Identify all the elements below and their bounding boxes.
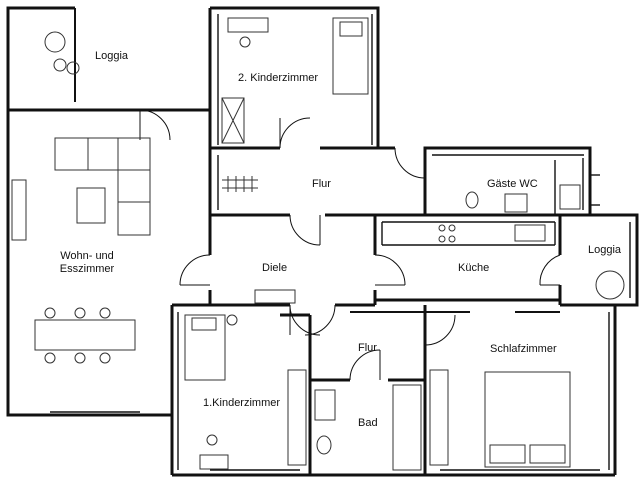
room-label-wohn-line1: Wohn- und bbox=[60, 250, 114, 262]
room-label-kinderzimmer-2: 2. Kinderzimmer bbox=[238, 72, 319, 84]
walls bbox=[6, 6, 639, 477]
room-label-wohn-line2: Esszimmer bbox=[59, 263, 115, 275]
room-label-flur-top: Flur bbox=[312, 178, 331, 190]
furniture bbox=[11, 17, 625, 471]
room-label-loggia-top: Loggia bbox=[95, 50, 129, 62]
room-label-diele: Diele bbox=[262, 262, 288, 274]
room-label-kueche: Küche bbox=[458, 262, 490, 274]
room-label-schlafzimmer: Schlafzimmer bbox=[490, 343, 557, 355]
room-label-flur-bottom: Flur bbox=[358, 342, 377, 354]
room-label-wohn-esszimmer: Wohn- und Esszimmer bbox=[52, 250, 122, 276]
room-label-loggia-right: Loggia bbox=[588, 244, 622, 256]
room-label-kinderzimmer-1: 1.Kinderzimmer bbox=[203, 397, 281, 409]
room-label-gaeste-wc: Gäste WC bbox=[487, 178, 538, 190]
room-label-bad: Bad bbox=[358, 417, 378, 429]
door-swings bbox=[139, 109, 561, 381]
